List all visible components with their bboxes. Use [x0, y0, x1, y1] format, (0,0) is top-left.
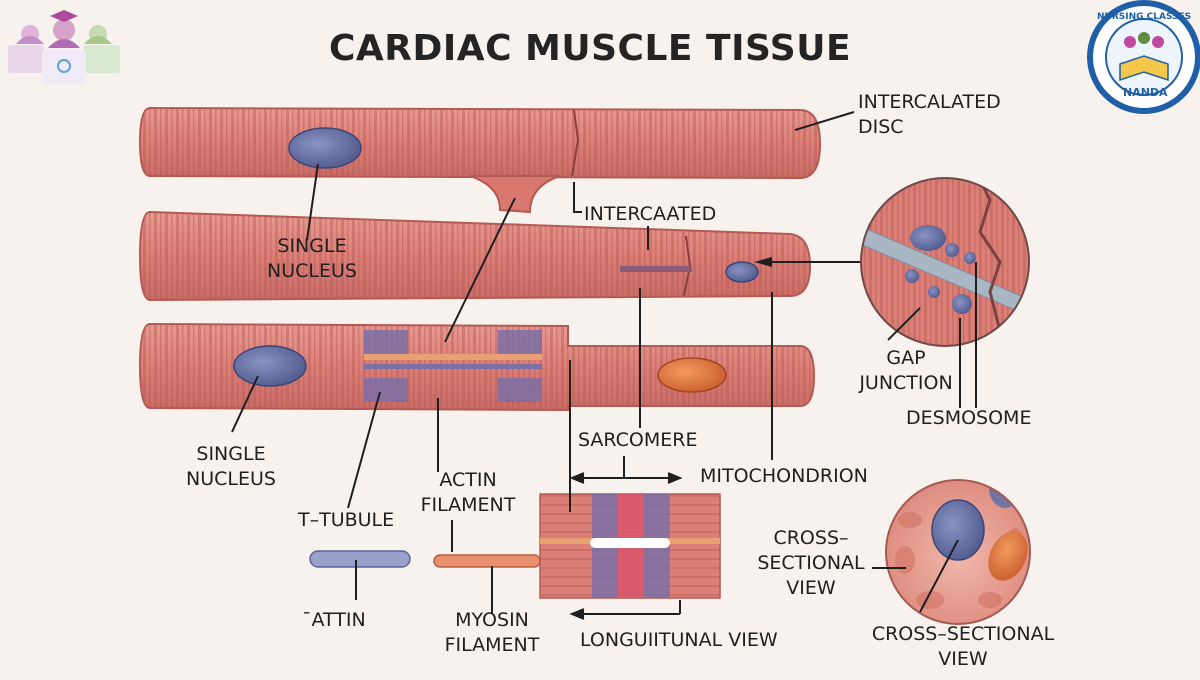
- label-single-nucleus-bottom: SINGLE NUCLEUS: [186, 443, 276, 490]
- myosin-band: [498, 330, 542, 354]
- label-single-nucleus-top: SINGLE NUCLEUS: [267, 235, 357, 282]
- nanda-nursing-classes-logo: [1087, 0, 1200, 114]
- muscle-fiber-bottom: [138, 322, 816, 412]
- actin-filament-sample: [433, 554, 541, 568]
- myosin-filament-band: [364, 364, 542, 369]
- myosin-band: [498, 378, 542, 402]
- label-cross-sectional-view-left: CROSS– SECTIONAL VIEW: [757, 527, 865, 599]
- intercalated-disc-zoom: [860, 177, 1030, 347]
- muscle-fiber-top: [138, 106, 822, 180]
- label-intercaated: INTERCAATED: [584, 203, 717, 225]
- label-attin: ˉATTIN: [302, 609, 366, 631]
- label-actin-filament: ACTIN FILAMENT: [420, 469, 516, 516]
- nursing-students-logo: [8, 10, 120, 84]
- label-t-tubule: T–TUBULE: [298, 509, 395, 531]
- cross-sectional-view-circle: [885, 479, 1031, 625]
- label-desmosome: DESMOSOME: [906, 407, 1032, 429]
- nucleus-middle: [725, 261, 759, 283]
- longitudinal-view-panel: [539, 493, 721, 599]
- label-myosin-filament: MYOSIN FILAMENT: [444, 609, 540, 656]
- attin-filament-sample: [309, 550, 411, 568]
- fiber-branch: [469, 175, 561, 214]
- label-intercalated-disc: INTERCALATED DISC: [858, 91, 1001, 138]
- label-gap-junction: GAP JUNCTION: [859, 347, 953, 394]
- label-longitudinal-view: LONGUIITUNAL VIEW: [580, 629, 778, 651]
- brand-text-top: NANDA: [1123, 86, 1168, 99]
- mitochondrion: [657, 357, 727, 393]
- label-sarcomere: SARCOMERE: [578, 429, 698, 451]
- actin-filament-band: [364, 354, 542, 360]
- label-cross-sectional-view-bottom: CROSS–SECTIONAL VIEW: [871, 623, 1055, 670]
- leader-lines: [231, 111, 977, 620]
- nucleus-top: [288, 127, 362, 169]
- label-mitochondrion: MITOCHONDRION: [700, 465, 868, 487]
- page-title: CARDIAC MUSCLE TISSUE: [328, 28, 852, 69]
- nucleus-bottom: [233, 345, 307, 387]
- myosin-band: [364, 330, 408, 354]
- brand-text-bottom: NURSING CLASSES: [1097, 12, 1192, 22]
- myosin-band: [364, 378, 408, 402]
